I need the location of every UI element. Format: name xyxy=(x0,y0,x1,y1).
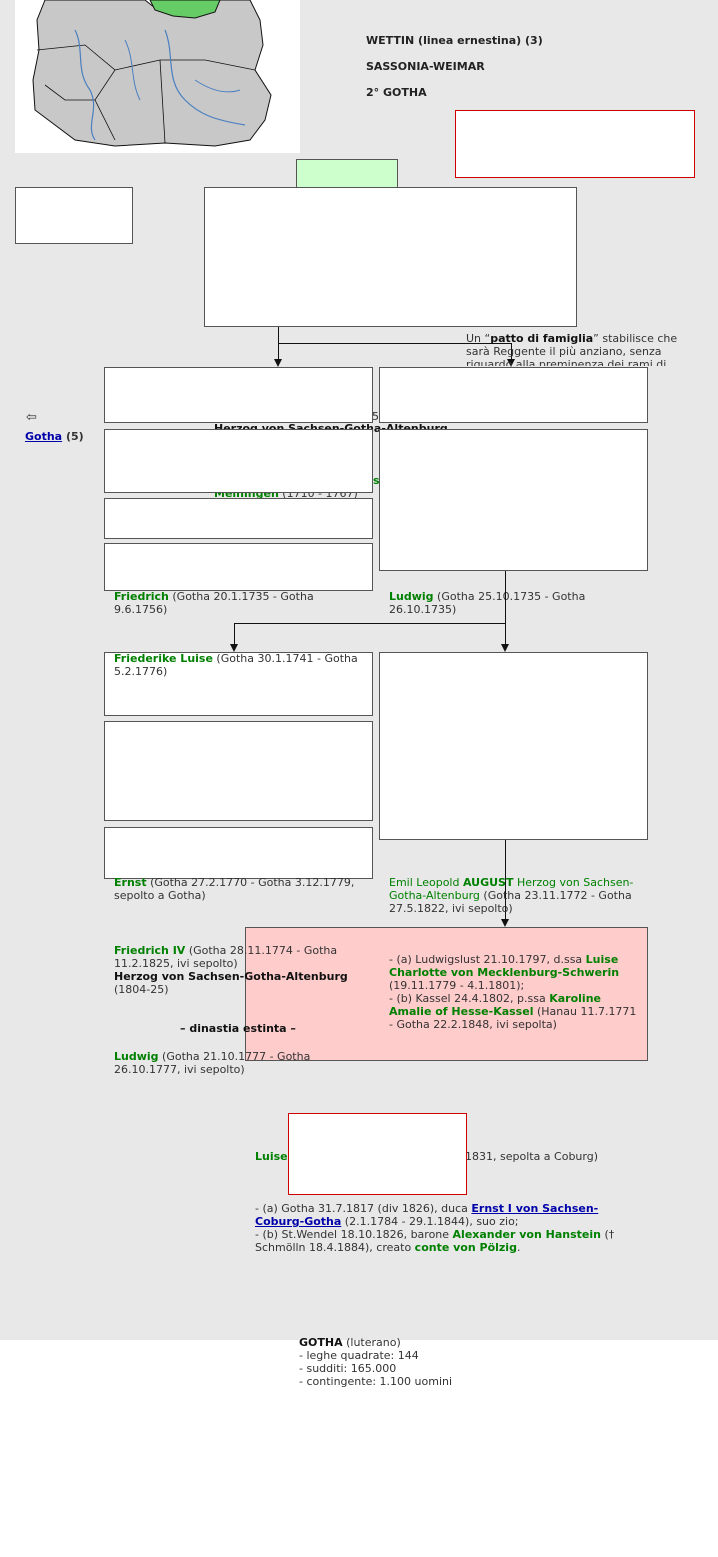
marriage-text: - (b) Kassel 24.4.1802, p.ssa xyxy=(389,992,550,1005)
person-name: AUGUST xyxy=(462,876,514,889)
marriage-text: . xyxy=(516,1241,521,1254)
marriages-luise: - (a) Gotha 31.7.1817 (div 1826), duca E… xyxy=(255,1202,620,1254)
person-friederike: Friederike Luise (Gotha 30.1.1741 - Goth… xyxy=(114,652,364,678)
person-luise-info: 1831, sepolta a Coburg) xyxy=(465,1150,599,1163)
spouse-name: Karoline Amalie of Hesse-Kassel xyxy=(389,992,601,1018)
gotha-nav: Gotha (5) xyxy=(25,430,84,443)
header-title-wettin: WETTIN (linea ernestina) (3) xyxy=(366,34,543,47)
person-box xyxy=(379,429,648,571)
connector-arrow xyxy=(507,359,515,367)
spouse-title: conte von Pölzig xyxy=(414,1241,517,1254)
person-info: (Gotha 27.2.1770 - Gotha 3.12.1779, sepo… xyxy=(114,876,355,902)
person-name: Luise xyxy=(255,1150,288,1163)
empty-red-box-luise xyxy=(288,1113,467,1195)
person-info: (Gotha 30.1.1741 - Gotha 5.2.1776) xyxy=(114,652,358,678)
footer-line: - contingente: 1.100 uomini xyxy=(299,1375,453,1388)
connector-line xyxy=(234,623,235,645)
connector-arrow xyxy=(501,919,509,927)
marriage-text: († Schmölln 18.4.1884), creato xyxy=(255,1228,615,1254)
person-title: Herzog von Sachsen-Gotha-Altenburg xyxy=(389,876,634,902)
green-tab-box xyxy=(296,159,398,189)
footer-line: - leghe quadrate: 144 xyxy=(299,1349,419,1362)
marriage-box-august xyxy=(245,927,648,1061)
person-name: Ernst xyxy=(114,876,147,889)
family-pact-note: Un “patto di famiglia” stabilisce che sa… xyxy=(466,332,681,366)
person-info: (Gotha 21.10.1777 - Gotha 26.10.1777, iv… xyxy=(114,1050,311,1076)
person-info: (Gotha 25.10.1735 - Gotha 26.10.1735) xyxy=(389,590,586,616)
footer-stats: GOTHA (luterano) - leghe quadrate: 144 -… xyxy=(299,1336,499,1388)
connector-line xyxy=(511,343,512,360)
marriage-text: (19.11.1779 - 4.1.1801); xyxy=(389,979,525,992)
marriage-text: - (b) St.Wendel 18.10.1826, barone xyxy=(255,1228,453,1241)
connector-line xyxy=(234,623,506,624)
person-friedrich: Friedrich (Gotha 20.1.1735 - Gotha 9.6.1… xyxy=(114,590,364,616)
connector-line xyxy=(505,571,506,645)
connector-arrow xyxy=(501,644,509,652)
empty-red-box-top xyxy=(455,110,695,178)
marriage-text: - (a) Gotha 31.7.1817 (div 1826), duca xyxy=(255,1202,472,1215)
parent-box xyxy=(204,187,577,327)
person-box xyxy=(104,429,373,493)
person-luise: Luise xyxy=(255,1150,288,1163)
person-info: (Gotha 28.11.1774 - Gotha 11.2.1825, ivi… xyxy=(114,944,338,970)
header-title-sassonia: SASSONIA-WEIMAR xyxy=(366,60,485,73)
gotha-link[interactable]: Gotha xyxy=(25,430,63,443)
person-ernst: Ernst (Gotha 27.2.1770 - Gotha 3.12.1779… xyxy=(114,876,364,902)
person-box xyxy=(104,721,373,821)
person-reign: (1804-25) xyxy=(114,983,169,996)
back-arrow-icon[interactable]: ⇦ xyxy=(26,410,37,425)
person-box xyxy=(379,367,648,423)
spouse-name: Alexander von Hanstein xyxy=(452,1228,601,1241)
person-ludwig-2: Ludwig (Gotha 21.10.1777 - Gotha 26.10.1… xyxy=(114,1050,324,1076)
marriage-text: (2.1.1784 - 29.1.1844), suo zio; xyxy=(341,1215,519,1228)
dynasty-extinct-label: – dinastia estinta – xyxy=(180,1022,296,1035)
person-name: Friederike Luise xyxy=(114,652,213,665)
germany-map-image xyxy=(15,0,300,153)
marriages-august: - (a) Ludwigslust 21.10.1797, d.ssa Luis… xyxy=(389,953,639,1031)
marriage-text: - (a) Ludwigslust 21.10.1797, d.ssa xyxy=(389,953,586,966)
empty-box-left xyxy=(15,187,133,244)
header-title-gotha: 2° GOTHA xyxy=(366,86,427,99)
person-box xyxy=(104,367,373,423)
person-box-friederike xyxy=(104,652,373,716)
person-title: Herzog von Sachsen-Gotha-Altenburg xyxy=(114,970,348,983)
spouse-name: Luise Charlotte von Mecklenburg-Schwerin xyxy=(389,953,620,979)
person-ludwig: Ludwig (Gotha 25.10.1735 - Gotha 26.10.1… xyxy=(389,590,639,616)
connector-line xyxy=(505,840,506,920)
connector-arrow xyxy=(274,359,282,367)
person-august: Emil Leopold AUGUST Herzog von Sachsen-G… xyxy=(389,876,639,915)
gotha-link-suffix: (5) xyxy=(62,430,84,443)
person-name: Emil Leopold xyxy=(389,876,463,889)
note-text: Un “ xyxy=(466,332,491,345)
person-info: (Gotha 20.1.1735 - Gotha 9.6.1756) xyxy=(114,590,314,616)
connector-arrow xyxy=(230,644,238,652)
connector-line xyxy=(278,343,512,344)
spouse-link[interactable]: Ernst I von Sachsen-Coburg-Gotha xyxy=(255,1202,599,1228)
person-box xyxy=(104,827,373,879)
person-box xyxy=(104,498,373,539)
partial-text: s xyxy=(373,474,380,487)
person-name: Ludwig xyxy=(114,1050,159,1063)
person-name: Ludwig xyxy=(389,590,434,603)
person-friedrich-iv: Friedrich IV (Gotha 28.11.1774 - Gotha 1… xyxy=(114,944,349,996)
person-box xyxy=(379,652,648,840)
person-name: Friedrich IV xyxy=(114,944,186,957)
footer-title-suffix: (luterano) xyxy=(342,1336,401,1349)
person-name: Friedrich xyxy=(114,590,169,603)
marriage-text: (Hanau 11.7.1771 - Gotha 22.2.1848, ivi … xyxy=(389,1005,637,1031)
footer-title: GOTHA xyxy=(299,1336,343,1349)
note-text: ” stabilisce che sarà Reggente il più an… xyxy=(466,332,678,366)
person-box xyxy=(104,543,373,591)
person-info: (Gotha 23.11.1772 - Gotha 27.5.1822, ivi… xyxy=(389,889,632,915)
footer-line: - sudditi: 165.000 xyxy=(299,1362,397,1375)
note-bold: patto di famiglia xyxy=(490,332,594,345)
